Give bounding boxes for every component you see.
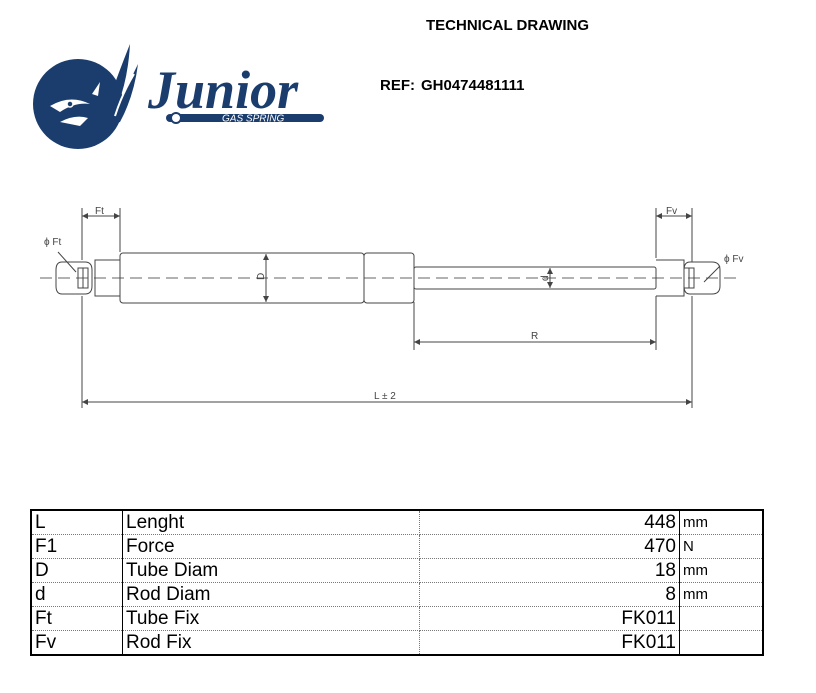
spec-name: Tube Diam [122, 558, 420, 583]
gas-spring-drawing: Ft Fv ϕ Ft ϕ Fv D d R L ± 2 [40, 206, 744, 408]
label-phi-fv: ϕ Fv [724, 254, 744, 265]
spec-value: 448 [419, 510, 680, 535]
spec-symbol: Ft [31, 606, 123, 631]
label-tube-diam: D [256, 273, 267, 280]
spec-value: 18 [419, 558, 680, 583]
spec-name: Lenght [122, 510, 420, 535]
spec-unit: mm [679, 582, 763, 607]
spec-symbol: D [31, 558, 123, 583]
spec-symbol: d [31, 582, 123, 607]
junior-logo: Junior GAS SPRING [33, 44, 324, 149]
spec-symbol: F1 [31, 534, 123, 559]
spec-unit [679, 606, 763, 631]
label-fv: Fv [666, 206, 677, 217]
spec-name: Tube Fix [122, 606, 420, 631]
rod [413, 266, 657, 290]
label-ft: Ft [95, 206, 104, 217]
spec-name: Force [122, 534, 420, 559]
spec-value: FK011 [419, 606, 680, 631]
reference: REF: GH0474481111 [380, 77, 524, 94]
label-rod-diam: d [540, 275, 551, 281]
spec-unit: mm [679, 558, 763, 583]
spec-unit: mm [679, 510, 763, 535]
spec-symbol: L [31, 510, 123, 535]
spec-value: FK011 [419, 630, 680, 655]
spec-name: Rod Fix [122, 630, 420, 655]
logo-wordmark: Junior [147, 60, 299, 120]
ref-value: GH0474481111 [421, 77, 525, 94]
label-l: L ± 2 [374, 391, 396, 402]
label-r: R [531, 331, 538, 342]
page-title: TECHNICAL DRAWING [426, 17, 590, 34]
spec-unit [680, 631, 764, 656]
spec-value: 8 [419, 582, 680, 607]
spec-value: 470 [419, 534, 680, 559]
spec-symbol: Fv [31, 630, 123, 655]
spec-unit: N [679, 534, 763, 559]
logo-tagline: GAS SPRING [222, 114, 284, 125]
left-fitting [94, 259, 120, 297]
ref-label: REF: [380, 77, 415, 94]
spec-name: Rod Diam [122, 582, 420, 607]
label-phi-ft: ϕ Ft [44, 237, 61, 248]
